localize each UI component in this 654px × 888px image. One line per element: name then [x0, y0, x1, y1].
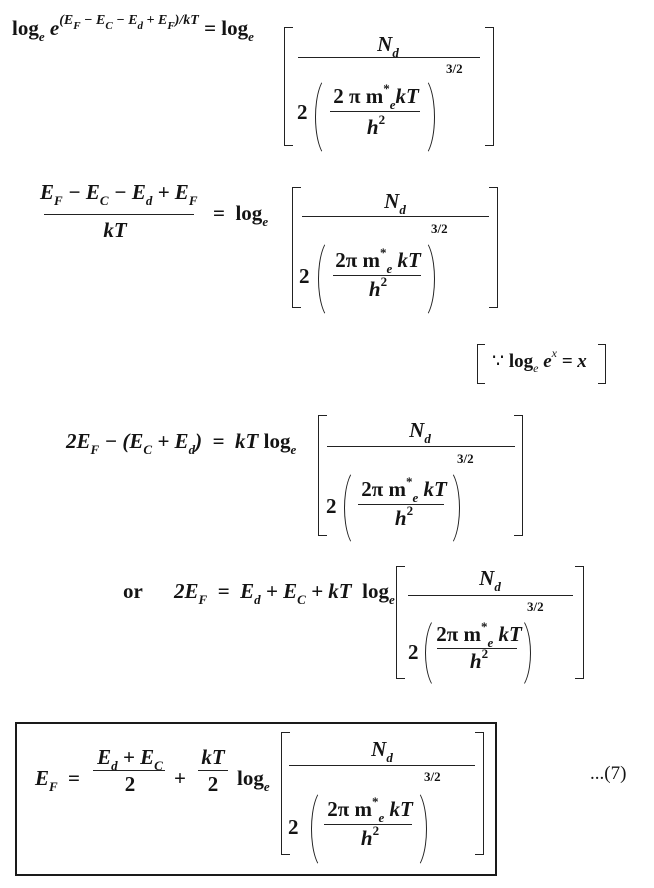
exp-base-e: e	[49, 16, 60, 40]
eq5-frac2-denominator: 2	[207, 772, 219, 796]
eq3-inner-numerator: 2π m*e kT	[361, 474, 447, 505]
eq2-rhs-log: = loge	[213, 201, 269, 229]
left-paren	[425, 616, 440, 690]
eq4-main-fraction-line	[408, 595, 573, 597]
eq4-bracket	[396, 565, 584, 679]
eq5-lhs: EF	[35, 766, 58, 794]
eq3-factor-two: 2	[326, 494, 337, 518]
note-text: ∵ loge ex = x	[492, 346, 587, 375]
eq2-inner-fraction-line	[333, 275, 421, 277]
eq4-factor-two: 2	[408, 640, 419, 664]
eq2-exponent-3-2: 3/2	[431, 221, 448, 236]
eq2-main-fraction-line	[302, 216, 489, 218]
eq2-numerator: Nd	[384, 189, 406, 217]
note-right-bracket	[598, 344, 606, 384]
eq2-lhs-denominator: kT	[103, 218, 127, 242]
left-paren	[344, 468, 359, 548]
eq5-frac1-denominator: 2	[124, 772, 136, 796]
left-bracket	[396, 565, 405, 679]
eq4-lhs: 2EF = Ed + EC + kT loge	[174, 579, 395, 607]
eq1-inner-numerator: 2 π m*ekT	[333, 81, 419, 112]
equals-sign: =	[204, 16, 217, 40]
eq5-bracket	[281, 731, 484, 855]
left-bracket	[318, 414, 327, 536]
left-bracket	[292, 186, 301, 308]
eq2-lhs-numerator: EF − EC − Ed + EF	[40, 180, 198, 208]
eq5-frac2-line	[198, 770, 228, 772]
eq3-main-fraction-line	[327, 446, 515, 448]
equation-number: ...(7)	[590, 763, 627, 784]
eq5-plus: +	[174, 766, 186, 790]
eq4-inner-denominator: h2	[469, 646, 489, 673]
left-paren	[315, 76, 330, 158]
because-symbol: ∵	[492, 351, 505, 372]
log-base: e	[248, 29, 254, 44]
left-bracket	[284, 26, 293, 146]
eq5-equals: =	[68, 766, 80, 790]
right-bracket	[489, 186, 498, 308]
eq4-inner-fraction-line	[437, 648, 517, 650]
eq3-lhs: 2EF − (EC + Ed) = kT loge	[66, 429, 297, 457]
eq1-inner-fraction-line	[330, 111, 420, 113]
left-paren	[311, 788, 326, 870]
right-bracket	[575, 565, 584, 679]
eq2-factor-two: 2	[299, 264, 310, 288]
eq1-factor-two: 2	[297, 100, 308, 124]
eq3-exponent-3-2: 3/2	[457, 451, 474, 466]
eq2-inner-numerator: 2π m*e kT	[335, 245, 421, 276]
eq3-inner-denominator: h2	[394, 503, 414, 530]
eq5-factor-two: 2	[288, 815, 299, 839]
eq5-inner-fraction-line	[324, 824, 412, 826]
eq1-numerator: Nd	[377, 32, 399, 60]
eq1-inner-denominator: h2	[366, 112, 386, 139]
eq5-exponent-3-2: 3/2	[424, 769, 441, 784]
right-paren	[412, 788, 427, 870]
right-bracket	[485, 26, 494, 146]
final-result-box	[15, 722, 497, 876]
eq3-numerator: Nd	[409, 418, 431, 446]
eq1-exponent: (EF − EC − Ed + EF)/kT	[59, 13, 199, 32]
eq1-exponent-3-2: 3/2	[446, 61, 463, 76]
eq5-frac2-numerator: kT	[201, 745, 225, 769]
eq5-inner-denominator: h2	[360, 823, 380, 850]
eq5-log: loge	[237, 766, 270, 794]
eq3-bracket	[318, 414, 523, 536]
right-bracket	[514, 414, 523, 536]
eq4-exponent-3-2: 3/2	[527, 599, 544, 614]
log-base: e	[38, 29, 45, 44]
eq5-main-fraction-line	[289, 765, 475, 767]
eq4-or-label: or	[123, 579, 143, 603]
log-text: log	[221, 16, 249, 40]
eq4-numerator: Nd	[479, 566, 501, 594]
eq4-inner-numerator: 2π m*e kT	[436, 619, 522, 650]
eq2-lhs-fraction-line	[44, 214, 194, 216]
right-paren	[420, 76, 435, 158]
right-paren	[445, 468, 460, 548]
right-paren	[420, 238, 435, 320]
eq5-numerator: Nd	[371, 737, 393, 765]
eq2-inner-denominator: h2	[368, 274, 388, 301]
right-paren	[516, 616, 531, 690]
eq5-frac1-numerator: Ed + EC	[97, 745, 163, 773]
eq1-main-fraction-line	[298, 57, 480, 59]
eq5-inner-numerator: 2π m*e kT	[327, 794, 413, 825]
left-bracket	[281, 731, 290, 855]
eq3-inner-fraction-line	[358, 504, 444, 506]
eq2-bracket	[292, 186, 498, 308]
right-bracket	[475, 731, 484, 855]
eq5-frac1-line	[93, 770, 165, 772]
eq1-lhs: loge e(EF − EC − Ed + EF)/kT = loge	[12, 13, 254, 44]
left-paren	[318, 238, 333, 320]
log-text: log	[12, 16, 39, 40]
eq1-bracket	[284, 26, 494, 146]
note-left-bracket	[477, 344, 485, 384]
